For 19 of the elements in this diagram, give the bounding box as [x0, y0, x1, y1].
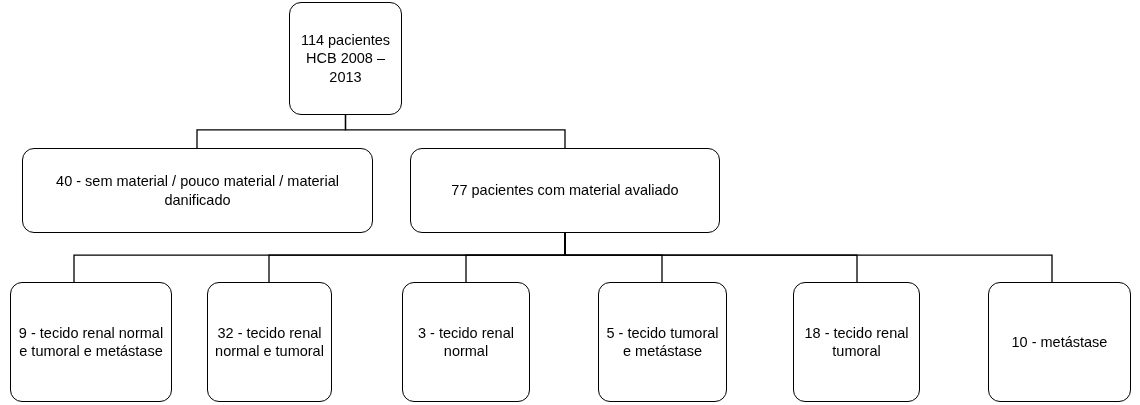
process-box	[22, 148, 373, 233]
process-box	[410, 148, 720, 233]
box-label: 9 - tecido renal normal e tumoral e metástase	[17, 323, 165, 361]
process-box	[289, 2, 402, 115]
process-box	[988, 282, 1131, 402]
box-label: 40 - sem material / pouco material / material danificado	[55, 172, 340, 209]
process-box	[793, 282, 920, 402]
box-label: 114 pacientes HCB 2008 – 2013	[299, 31, 392, 86]
connector-line	[344, 114, 566, 149]
box-label: 32 - tecido renal normal e tumoral	[214, 323, 325, 361]
box-label: 5 - tecido tumoral e metástase	[605, 323, 720, 361]
box-label: 10 - metástase	[1011, 332, 1108, 352]
process-box	[10, 282, 172, 402]
box-label: 18 - tecido renal tumoral	[803, 323, 910, 361]
process-box	[402, 282, 530, 402]
box-label: 77 pacientes com material avaliado	[451, 181, 679, 200]
box-label: 3 - tecido renal normal	[417, 323, 515, 361]
process-box	[207, 282, 332, 402]
process-box	[598, 282, 727, 402]
